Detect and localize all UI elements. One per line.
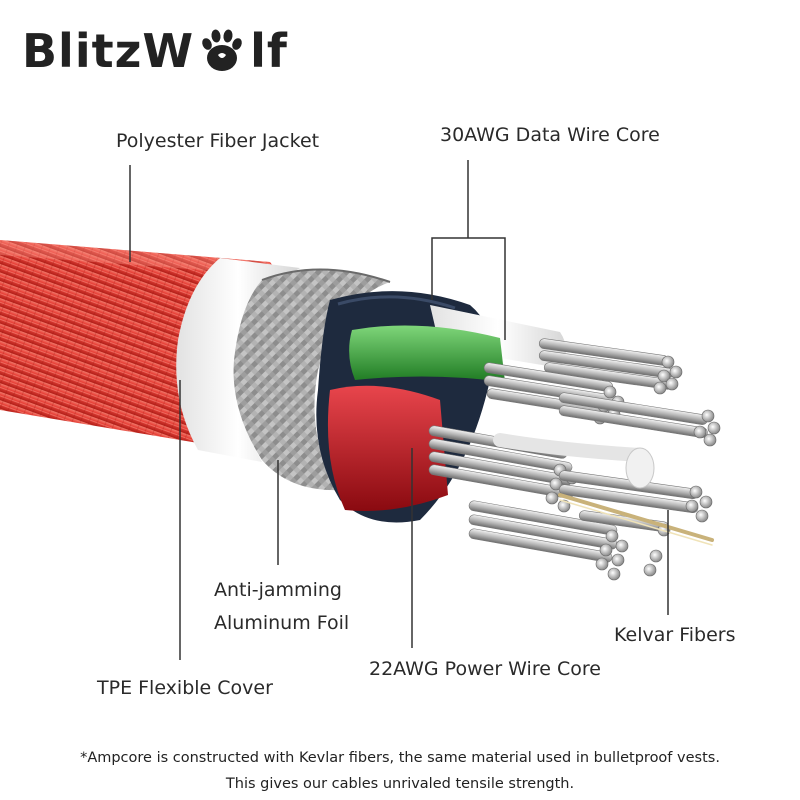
braided-shield	[233, 268, 391, 491]
kevlar-fibers	[493, 433, 714, 546]
label-kevlar-fibers: Kelvar Fibers	[614, 624, 736, 646]
label-data-wire-core: 30AWG Data Wire Core	[440, 124, 660, 146]
leader-lines	[129, 160, 669, 660]
footnote-line2: This gives our cables unrivaled tensile …	[225, 776, 575, 792]
brand-logo: BlitzW lf	[22, 24, 288, 78]
leader-data-bracket	[431, 237, 506, 340]
label-foil-line1: Anti-jamming	[214, 579, 342, 601]
logo-text-right: lf	[250, 24, 288, 78]
footnote-line1: *Ampcore is constructed with Kevlar fibe…	[80, 750, 720, 766]
wolf-paw-icon	[196, 25, 248, 77]
white-data-wire	[430, 305, 683, 395]
label-polyester-jacket: Polyester Fiber Jacket	[116, 130, 320, 152]
green-data-wire	[349, 325, 721, 447]
label-power-wire-core: 22AWG Power Wire Core	[369, 658, 601, 680]
label-tpe-cover: TPE Flexible Cover	[97, 677, 273, 699]
label-foil-line2: Aluminum Foil	[214, 612, 350, 634]
red-power-wire	[327, 385, 629, 581]
logo-text-left: BlitzW	[22, 24, 195, 78]
